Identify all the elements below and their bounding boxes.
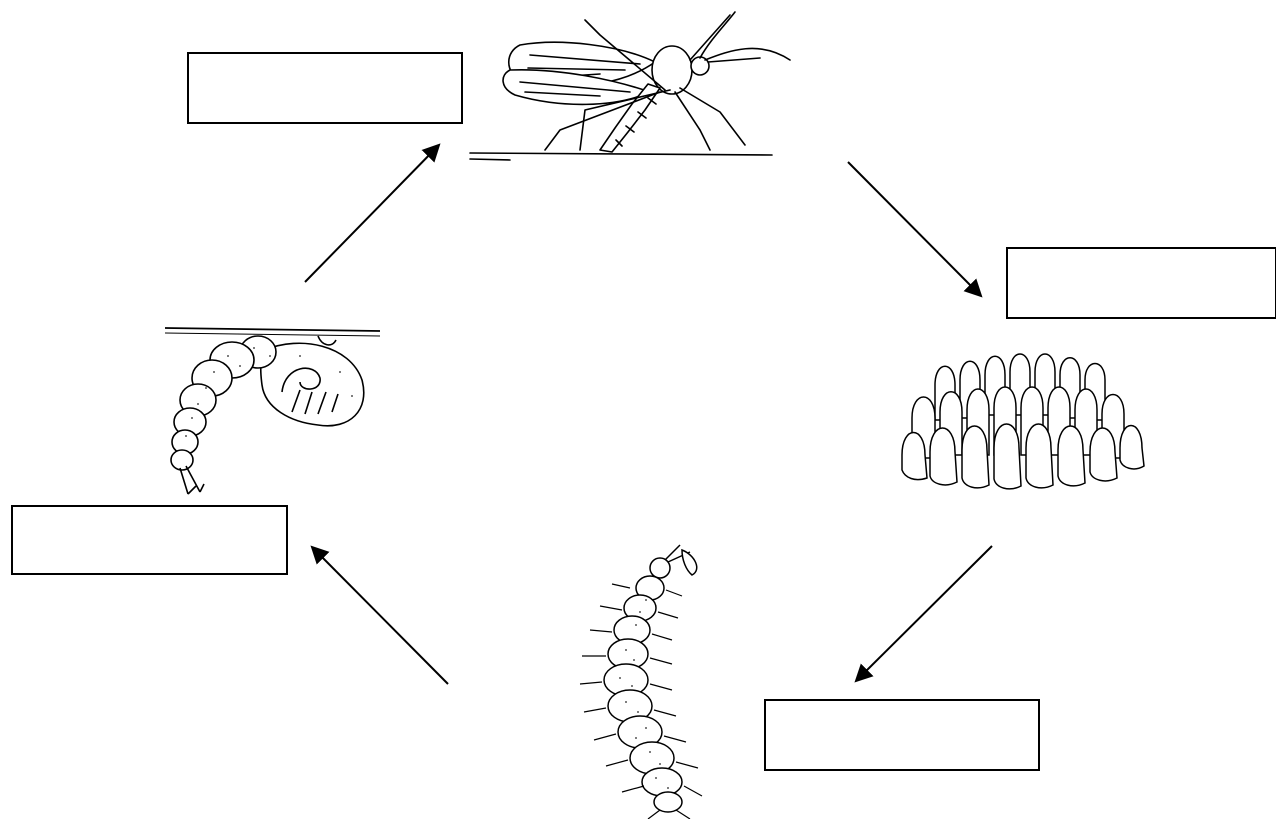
arrow-adult-to-eggs	[848, 162, 980, 295]
label-box-larva[interactable]	[765, 700, 1039, 770]
egg-raft-illustration	[902, 354, 1144, 489]
label-box-pupa[interactable]	[12, 506, 287, 574]
label-box-adult[interactable]	[188, 53, 462, 123]
larva-illustration	[580, 545, 702, 819]
pupa-illustration	[165, 328, 380, 494]
adult-mosquito-illustration	[470, 12, 790, 160]
arrow-pupa-to-adult	[305, 146, 438, 282]
arrow-larva-to-pupa	[313, 548, 448, 684]
arrow-eggs-to-larva	[857, 546, 992, 680]
label-box-eggs[interactable]	[1007, 248, 1276, 318]
